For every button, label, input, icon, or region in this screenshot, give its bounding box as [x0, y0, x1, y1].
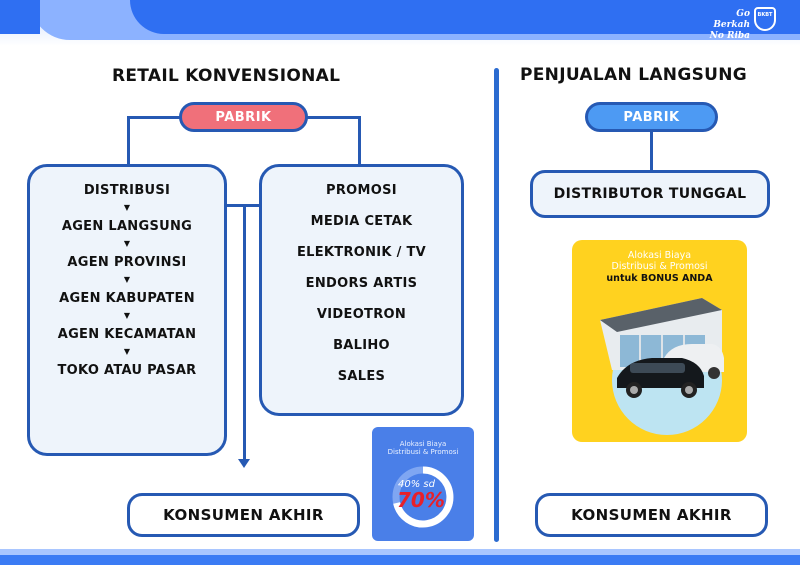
promo-bonus-text: untuk BONUS ANDA	[606, 273, 713, 284]
triangle-down-icon: ▼	[123, 347, 131, 356]
brand-line-1: Go Berkah	[713, 9, 750, 30]
connector	[127, 116, 130, 166]
promotion-costs-box: PROMOSI MEDIA CETAK ELEKTRONIK / TV ENDO…	[259, 164, 464, 416]
distribution-chain-box: DISTRIBUSI ▼ AGEN LANGSUNG ▼ AGEN PROVIN…	[27, 164, 227, 456]
promo-line-2: Distribusi & Promosi	[387, 448, 459, 456]
triangle-down-icon: ▼	[123, 239, 131, 248]
cost-item: VIDEOTRON	[316, 307, 407, 322]
left-title: RETAIL KONVENSIONAL	[112, 66, 341, 86]
cost-item: BALIHO	[333, 338, 390, 353]
connector	[650, 130, 653, 170]
brand-tagline: Go Berkah No Riba	[700, 9, 750, 42]
header-band	[0, 0, 800, 46]
chain-item: AGEN KABUPATEN	[59, 291, 195, 306]
chain-item: DISTRIBUSI	[83, 183, 171, 198]
konsumen-akhir-left: KONSUMEN AKHIR	[127, 493, 360, 537]
konsumen-akhir-right: KONSUMEN AKHIR	[535, 493, 768, 537]
cost-item: MEDIA CETAK	[310, 214, 413, 229]
promo-percent-to: 70%	[397, 488, 445, 512]
footer-band	[0, 549, 800, 565]
promo-line-2: Distribusi & Promosi	[611, 261, 708, 272]
promo-line-1: Alokasi Biaya	[399, 440, 447, 448]
distributor-tunggal-box: DISTRIBUTOR TUNGGAL	[530, 170, 770, 218]
pabrik-label-right: PABRIK	[585, 102, 718, 132]
cost-item: ENDORS ARTIS	[305, 276, 418, 291]
chain-item: AGEN KECAMATAN	[57, 327, 197, 342]
promo-line-1: Alokasi Biaya	[627, 250, 692, 261]
donut-ring-icon	[392, 466, 454, 528]
promo-card-yellow: Alokasi Biaya Distribusi & Promosi untuk…	[572, 240, 747, 442]
chain-item: TOKO ATAU PASAR	[57, 363, 197, 378]
triangle-down-icon: ▼	[123, 275, 131, 284]
cost-item: ELEKTRONIK / TV	[296, 245, 427, 260]
shield-logo-icon: BKBT	[754, 7, 776, 31]
triangle-down-icon: ▼	[123, 311, 131, 320]
promo-card-blue: Alokasi Biaya Distribusi & Promosi 40% s…	[372, 427, 474, 541]
connector	[358, 116, 361, 166]
pabrik-label-left: PABRIK	[179, 102, 308, 132]
column-divider	[494, 68, 499, 542]
chain-item: AGEN LANGSUNG	[61, 219, 193, 234]
logo-text: BKBT	[757, 12, 773, 18]
promo-percent-from: 40% sd	[398, 479, 435, 490]
chain-item: AGEN PROVINSI	[67, 255, 187, 270]
flow-arrow-line	[243, 204, 246, 462]
brand-line-2: No Riba	[709, 31, 750, 41]
cost-item: PROMOSI	[326, 183, 397, 198]
connector	[307, 116, 361, 119]
house-car-illustration-icon	[600, 298, 724, 435]
arrow-down-icon	[238, 459, 250, 468]
triangle-down-icon: ▼	[123, 203, 131, 212]
cost-item: SALES	[337, 369, 386, 384]
right-title: PENJUALAN LANGSUNG	[520, 65, 747, 85]
connector	[127, 116, 181, 119]
